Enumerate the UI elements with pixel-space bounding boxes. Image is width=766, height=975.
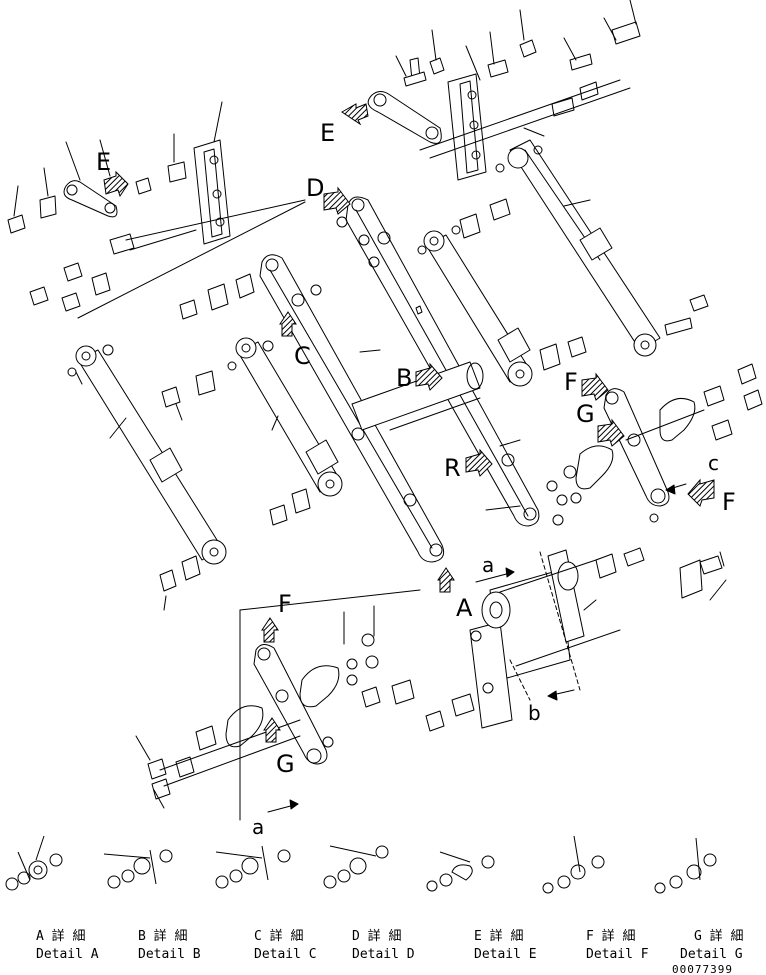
- callout-G-lower: G: [276, 750, 295, 778]
- callout-E-left: E: [96, 148, 111, 176]
- detail-B-en: Detail B: [138, 947, 201, 962]
- callout-labels: E E D C B R F G c F a A b F G a: [96, 119, 736, 839]
- lift-arm-frame: [259, 196, 540, 563]
- top-right-assembly: [367, 21, 709, 357]
- detail-B-jp: B 詳 細: [138, 928, 187, 944]
- detail-E-sketch: [426, 851, 495, 892]
- detail-D-jp: D 詳 細: [352, 928, 401, 944]
- detail-captions: A 詳 細 Detail A B 詳 細 Detail B C 詳 細 Deta…: [36, 928, 743, 975]
- detail-E-jp: E 詳 細: [474, 928, 523, 944]
- right-link-assembly: [546, 363, 763, 526]
- callout-F-far-right: F: [722, 488, 736, 516]
- detail-F-jp: F 詳 細: [586, 928, 635, 944]
- detail-thumbnails: [5, 835, 717, 894]
- callout-b: b: [528, 701, 541, 725]
- reference-leaders: [267, 483, 687, 813]
- detail-G-sketch: [654, 837, 717, 894]
- left-cylinder: [67, 344, 227, 592]
- callout-R: R: [444, 454, 461, 482]
- detail-A-sketch: [5, 835, 63, 891]
- detail-C-jp: C 詳 細: [254, 928, 303, 944]
- detail-A-jp: A 詳 細: [36, 928, 85, 944]
- callout-A: A: [456, 594, 473, 622]
- drawing-code: 00077399: [672, 963, 733, 975]
- detail-E-en: Detail E: [474, 947, 537, 962]
- detail-A-en: Detail A: [36, 947, 99, 962]
- detail-F-sketch: [542, 835, 605, 894]
- detail-D-sketch: [323, 845, 389, 889]
- top-left-assembly: [7, 139, 306, 319]
- callout-a-right: a: [482, 553, 494, 577]
- detail-F-en: Detail F: [586, 947, 649, 962]
- callout-a-lower: a: [252, 815, 264, 839]
- front-bracket: [361, 547, 723, 732]
- callout-B: B: [396, 364, 412, 392]
- callout-G-right: G: [576, 400, 595, 428]
- detail-G-en: Detail G: [680, 947, 743, 962]
- detail-G-jp: G 詳 細: [694, 928, 743, 944]
- callout-c: c: [708, 451, 719, 475]
- callout-F-lower: F: [278, 590, 292, 618]
- center-cylinder: [161, 273, 343, 526]
- callout-F-right: F: [564, 368, 578, 396]
- detail-B-sketch: [103, 849, 173, 889]
- leader-lines: [13, 0, 727, 809]
- detail-C-en: Detail C: [254, 947, 317, 962]
- detail-D-en: Detail D: [352, 947, 415, 962]
- center-right-cylinder: [417, 198, 587, 387]
- callout-D: D: [306, 174, 324, 202]
- callout-C: C: [294, 342, 311, 370]
- direction-arrows: [103, 103, 715, 743]
- lower-left-link-assembly: [147, 589, 421, 821]
- detail-C-sketch: [215, 845, 291, 889]
- callout-E-top: E: [320, 119, 335, 147]
